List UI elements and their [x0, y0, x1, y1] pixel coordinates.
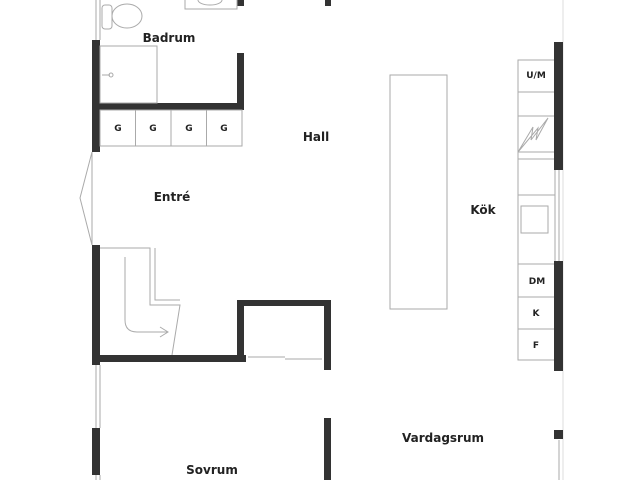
closet-sliding-door[interactable] — [248, 356, 322, 360]
room-label-kok: Kök — [470, 203, 496, 217]
sink-icon — [520, 205, 549, 234]
right-wall — [554, 0, 564, 480]
room-label-badrum: Badrum — [143, 31, 196, 45]
stairs — [100, 247, 181, 356]
bathroom-walls — [100, 0, 331, 110]
unit-label-f: F — [533, 341, 539, 351]
unit-label-k: K — [533, 309, 541, 319]
room-label-vardagsrum: Vardagsrum — [402, 431, 484, 445]
room-label-entre: Entré — [154, 190, 191, 204]
cabinet-label: G — [114, 124, 121, 134]
shower — [99, 45, 158, 104]
toilet-icon — [101, 3, 143, 30]
cabinet-label: G — [220, 124, 227, 134]
cabinet-label: G — [185, 124, 192, 134]
range-hood-icon — [517, 117, 549, 153]
shower-tap-icon — [102, 72, 114, 78]
closet-walls — [100, 300, 331, 480]
entry-door[interactable] — [79, 151, 93, 246]
washing-machine-drum — [197, 0, 223, 6]
room-label-hall: Hall — [303, 130, 329, 144]
washing-machine — [184, 0, 238, 10]
unit-label-um: U/M — [526, 71, 546, 81]
unit-label-dm: DM — [529, 277, 545, 287]
room-label-sovrum: Sovrum — [186, 463, 238, 477]
wardrobe-row: G G G G — [99, 109, 243, 147]
kitchen-counter: U/M DM K F — [517, 59, 556, 361]
cabinet-label: G — [149, 124, 156, 134]
kitchen-island — [389, 74, 448, 310]
left-wall — [92, 0, 101, 480]
